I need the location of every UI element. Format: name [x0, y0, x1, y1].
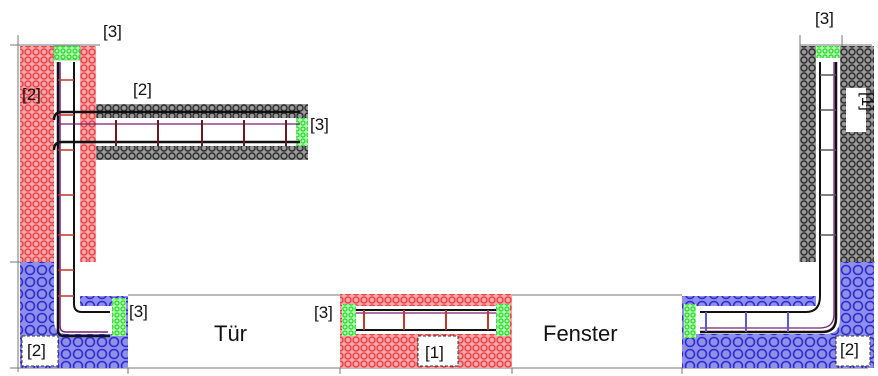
label-corner-left-3: [3]: [129, 302, 148, 321]
right-rebar: [700, 62, 838, 334]
label-right-1: [1]: [858, 92, 877, 111]
label-top-left-3: [3]: [103, 22, 122, 41]
label-door: Tür: [214, 321, 247, 346]
label-left-2: [2]: [22, 85, 41, 104]
label-wall-end-3: [3]: [310, 115, 329, 134]
center-wall-red: [340, 294, 512, 368]
label-mid-left-3: [3]: [314, 303, 333, 322]
left-rebar: [52, 62, 300, 338]
right-corner-blue: [682, 262, 874, 368]
label-bottom-mid-1: [1]: [425, 343, 444, 362]
label-wall-2: [2]: [133, 80, 152, 99]
left-wall-red: [20, 45, 96, 262]
label-top-right-3: [3]: [815, 9, 834, 28]
label-bottom-left-2: [2]: [27, 341, 46, 360]
label-window: Fenster: [543, 321, 618, 346]
labels: [3] [2] [2] [3] [3] [1] [3] [2] Tür [3] …: [22, 9, 877, 362]
left-corner-blue: [20, 262, 128, 368]
label-bottom-right-2: [2]: [840, 340, 859, 359]
